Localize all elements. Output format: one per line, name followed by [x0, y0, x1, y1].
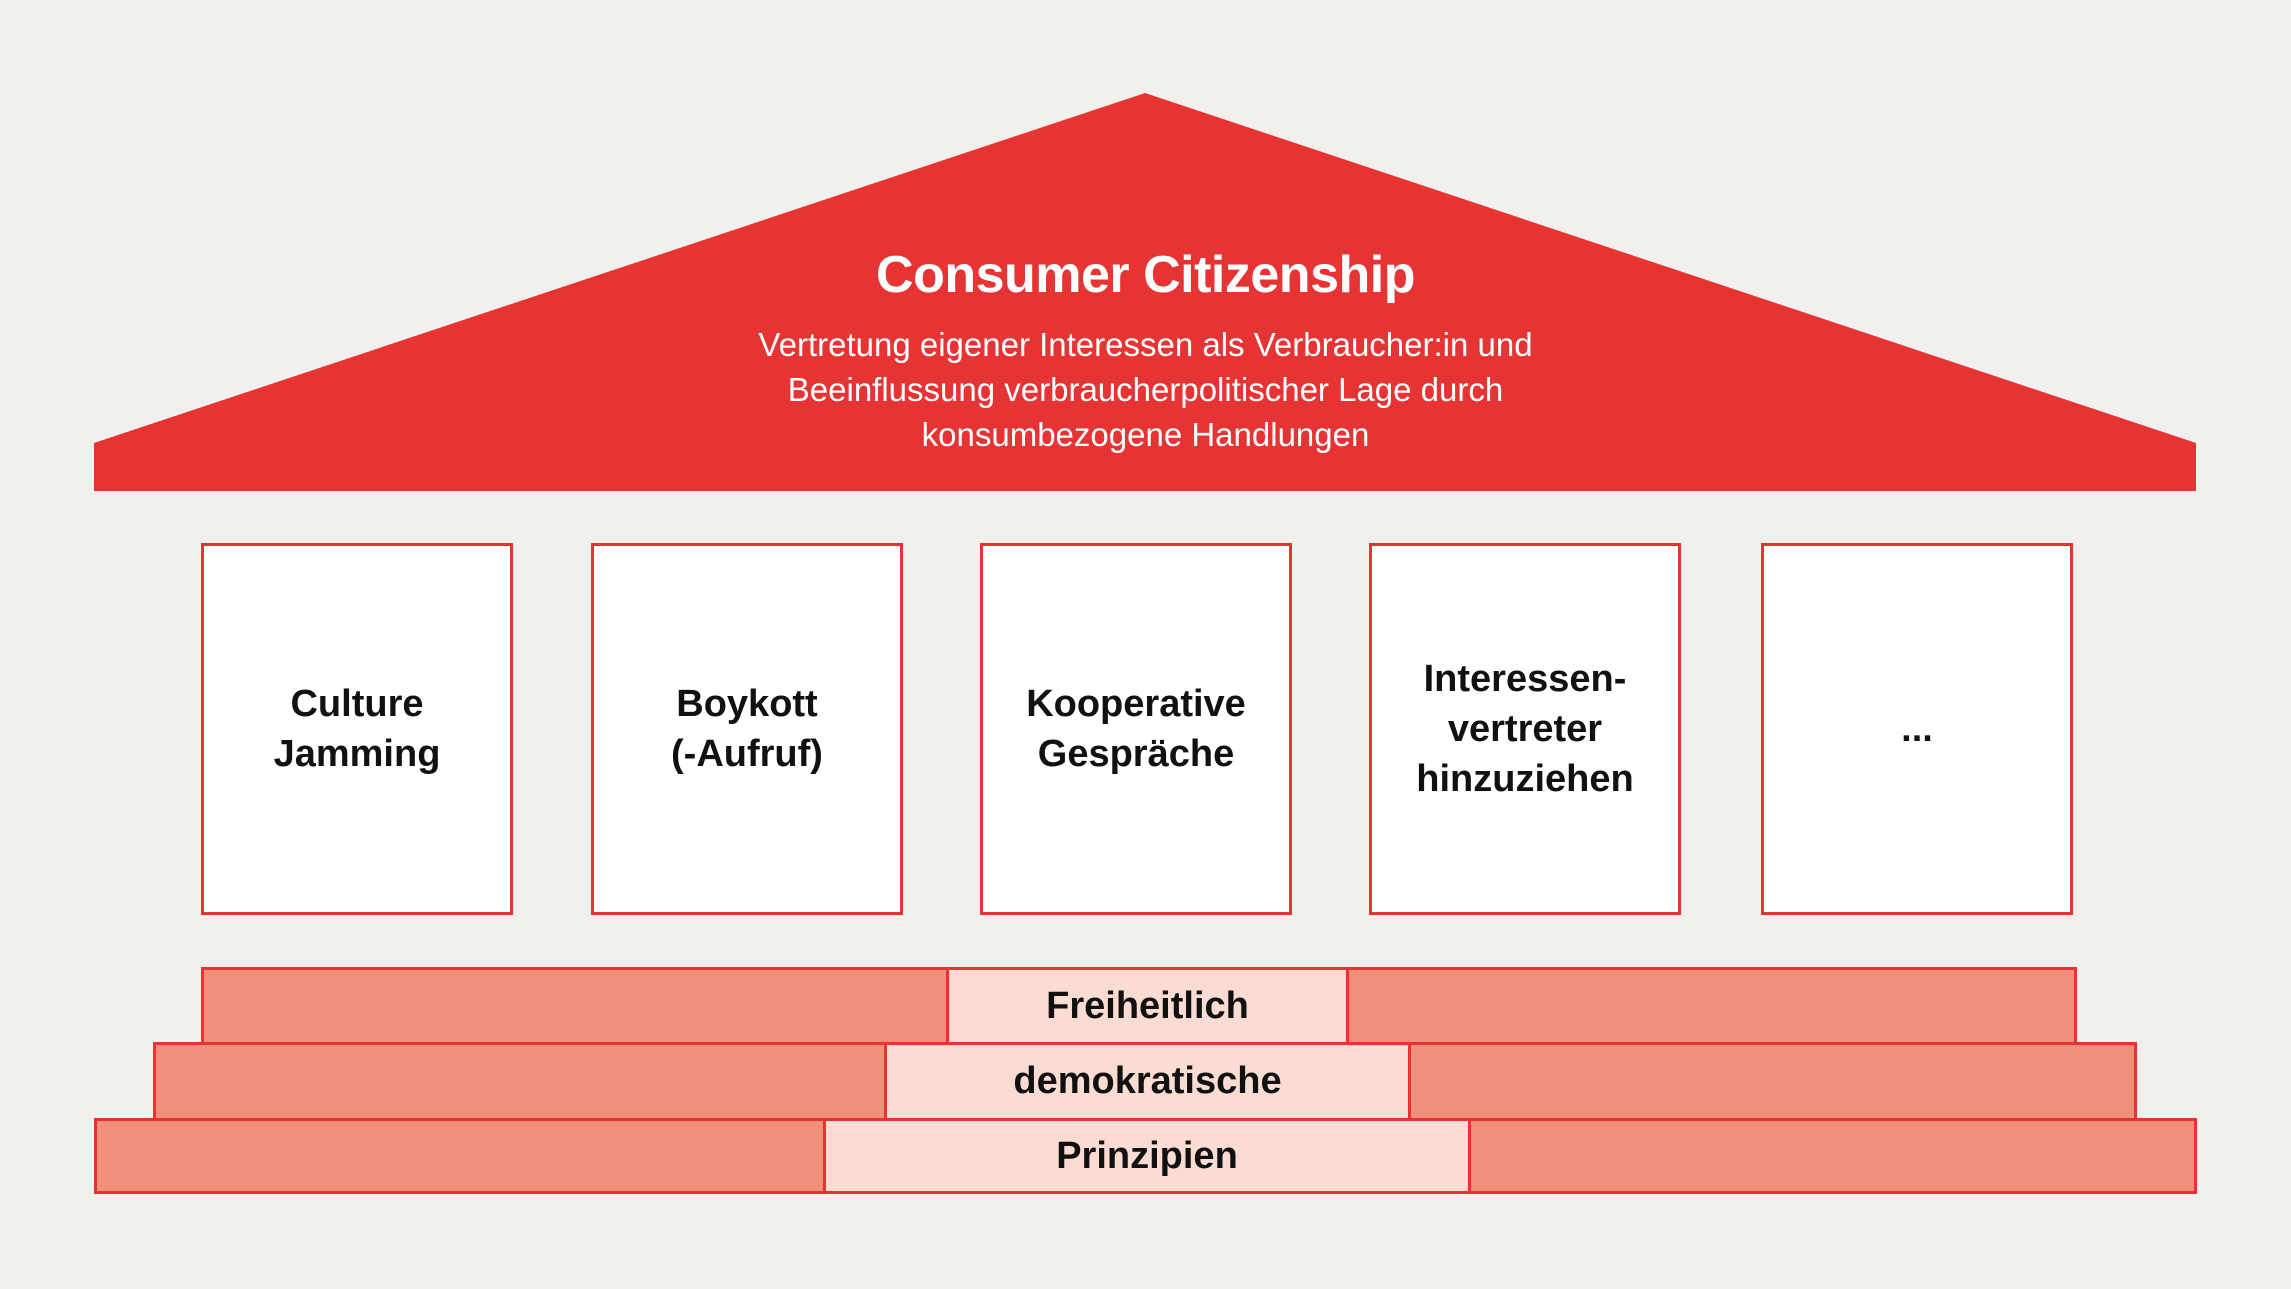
pillar-kooperative-gespraeche: Kooperative Gespräche — [980, 543, 1292, 915]
pillar-interessenvertreter: Interessen- vertreter hinzuziehen — [1369, 543, 1681, 915]
pillar-label: ... — [1901, 708, 1933, 750]
step-center-2: demokratische — [884, 1042, 1411, 1121]
step-center-1: Freiheitlich — [946, 967, 1349, 1045]
roof-description: Vertretung eigener Interessen als Verbra… — [0, 322, 2291, 457]
step-label: Prinzipien — [1056, 1134, 1238, 1177]
step-center-3: Prinzipien — [823, 1118, 1471, 1194]
pillar-label: Kooperative Gespräche — [1026, 683, 1246, 775]
roof-shape — [94, 93, 2196, 491]
foundation-step-1: Freiheitlich — [201, 967, 2077, 1045]
pillar-label: Culture Jamming — [273, 683, 441, 775]
pillar-boykott: Boykott (-Aufruf) — [591, 543, 903, 915]
step-label: Freiheitlich — [1046, 984, 1249, 1027]
pillar-more: ... — [1761, 543, 2073, 915]
roof-description-line: Beeinflussung verbraucherpolitischer Lag… — [787, 371, 1504, 408]
pillar-culture-jamming: Culture Jamming — [201, 543, 513, 915]
roof-description-line: konsumbezogene Handlungen — [921, 416, 1370, 453]
pillar-label: Boykott (-Aufruf) — [671, 683, 823, 775]
pillar-label: Interessen- vertreter hinzuziehen — [1416, 658, 1634, 800]
roof-title: Consumer Citizenship — [876, 246, 1415, 304]
foundation-step-2: demokratische — [153, 1042, 2137, 1121]
step-label: demokratische — [1013, 1060, 1282, 1102]
roof-description-line: Vertretung eigener Interessen als Verbra… — [758, 326, 1533, 363]
foundation-step-3: Prinzipien — [94, 1118, 2197, 1194]
roof — [94, 93, 2196, 491]
